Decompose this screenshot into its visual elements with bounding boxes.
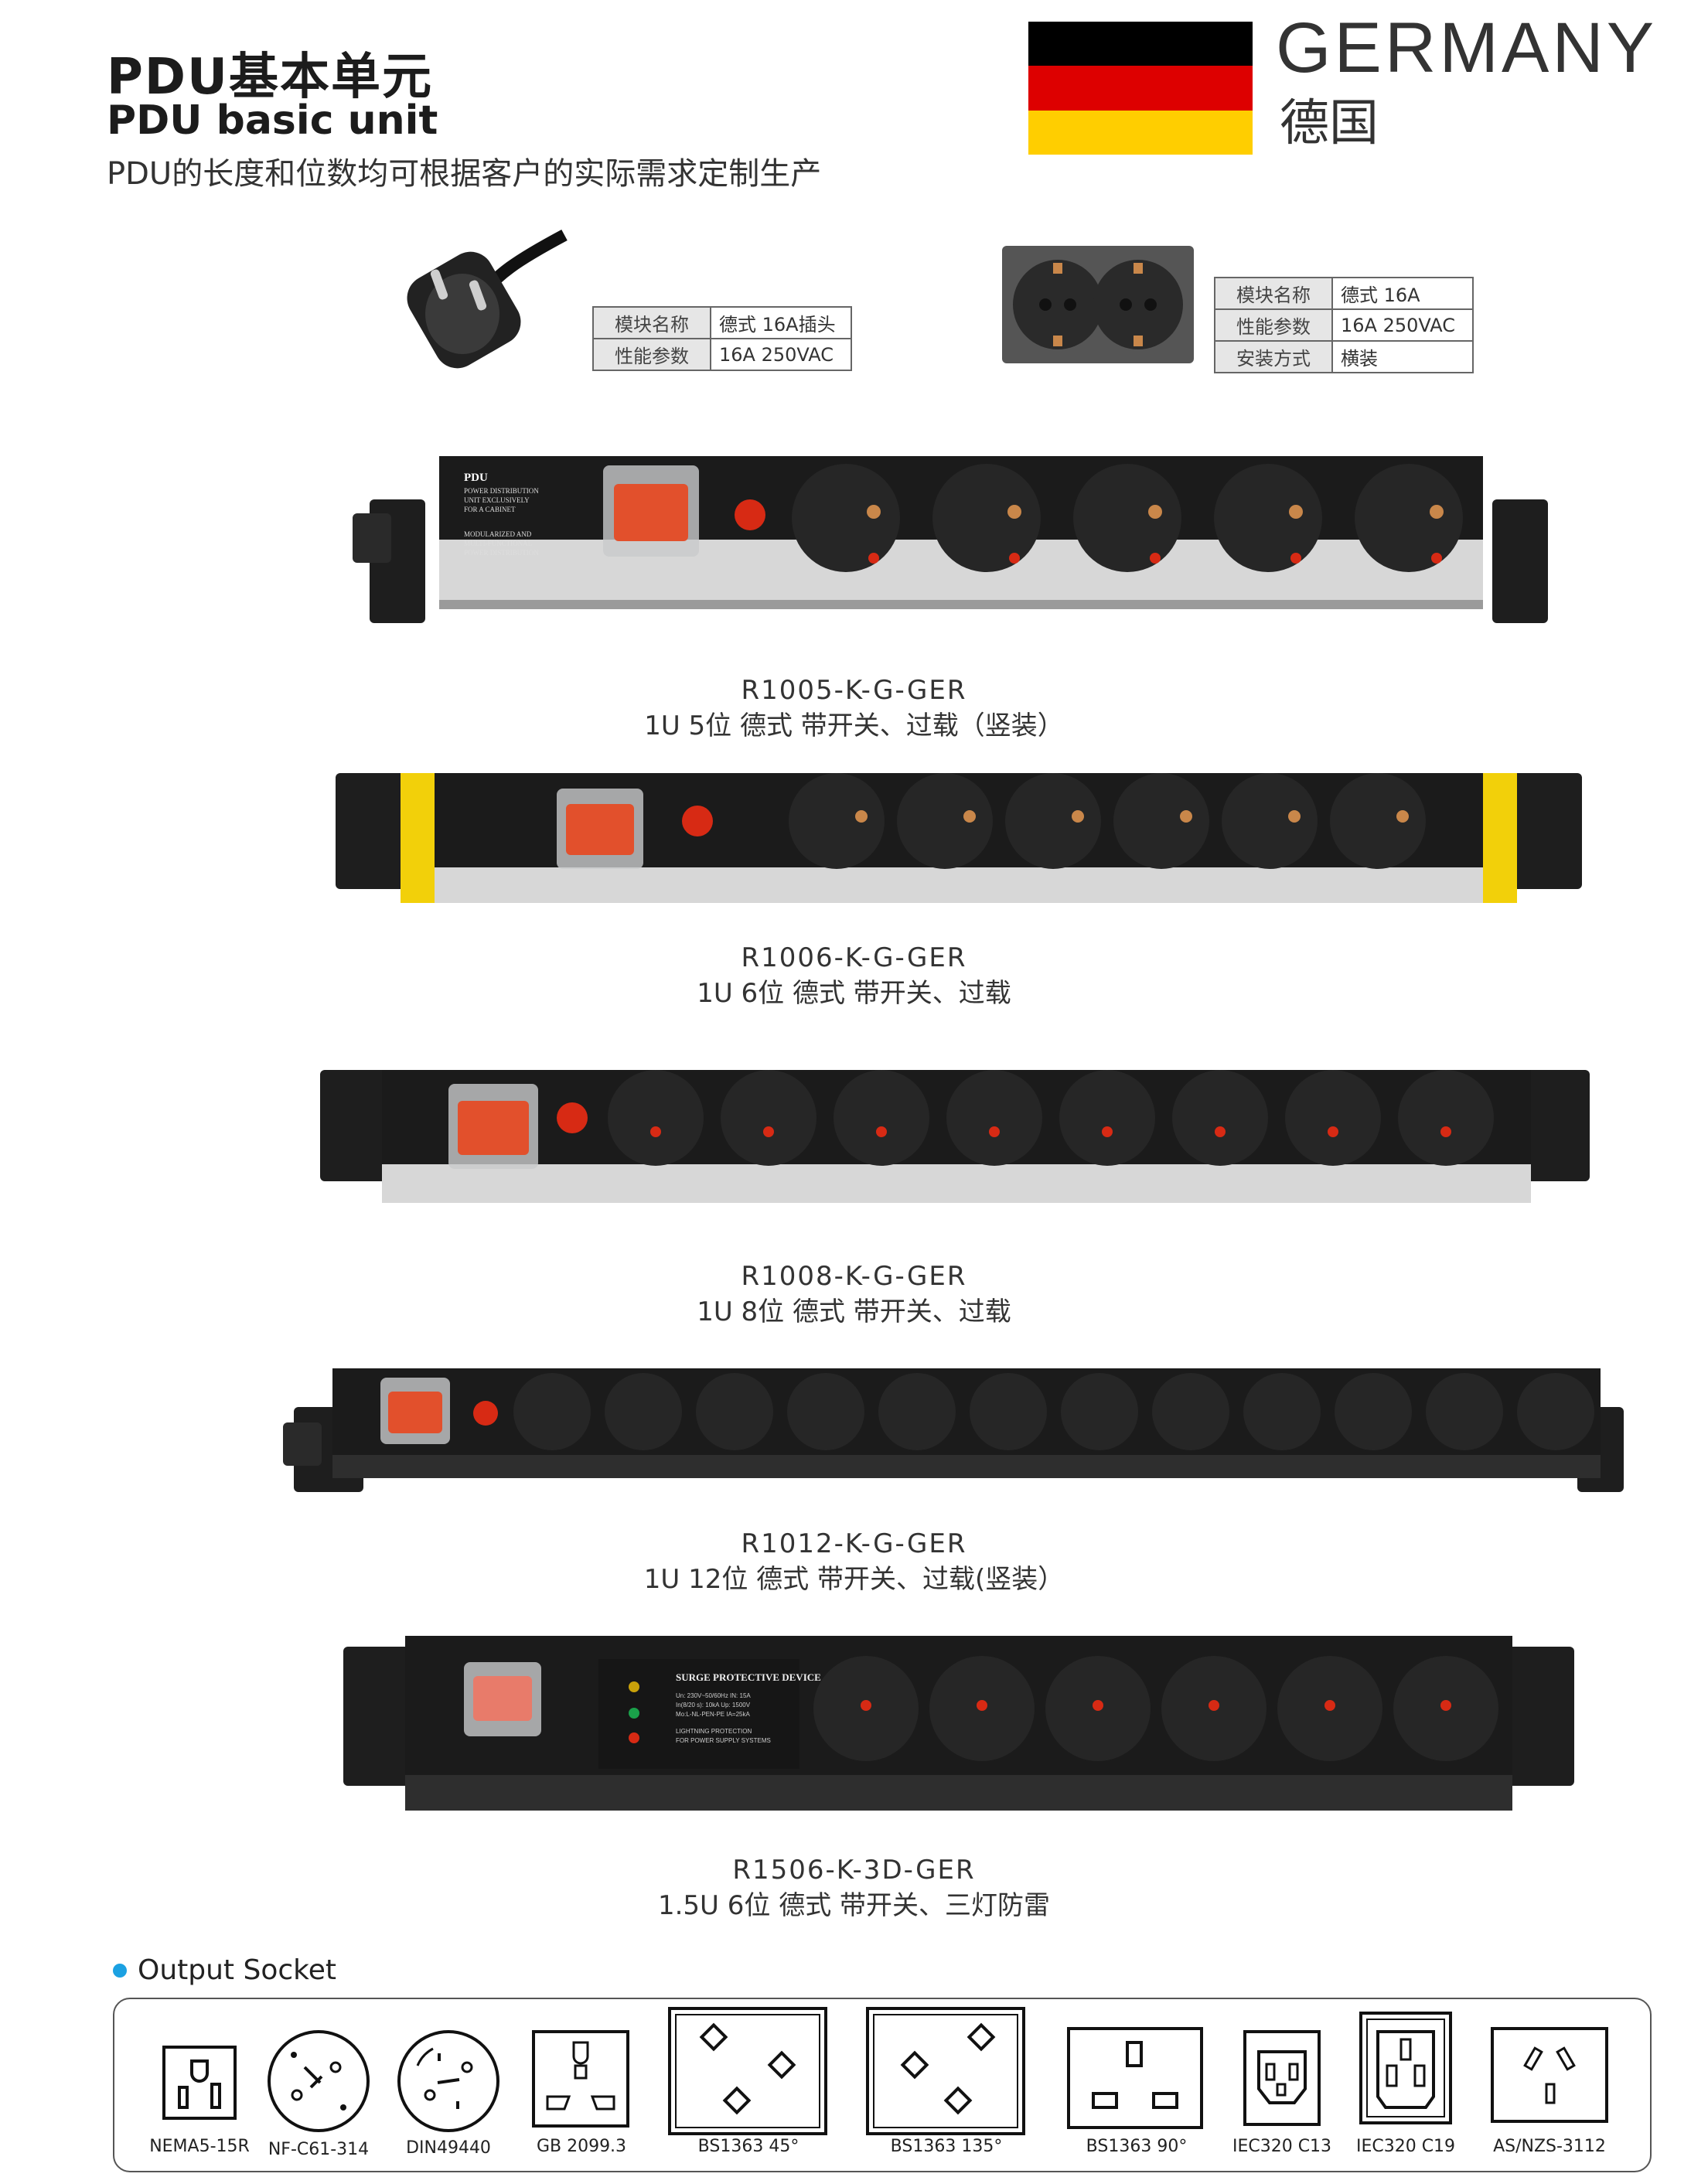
output-socket-heading: Output Socket (138, 1954, 336, 1986)
pdu-r1008-photo (320, 1070, 1590, 1203)
socket-name-asnzs: AS/NZS-3112 (1493, 2137, 1606, 2156)
socket-name-nema: NEMA5-15R (149, 2137, 250, 2156)
product-desc: 1U 5位 德式 带开关、过载（竖装） (644, 710, 1064, 741)
bs1363-90-icon (1067, 2027, 1203, 2129)
pdu-r1005-photo: PDU POWER DISTRIBUTION UNIT EXCLUSIVELY … (353, 456, 1548, 623)
product-caption-r1005: R1005-K-G-GER 1U 5位 德式 带开关、过载（竖装） (0, 673, 1708, 744)
surge-line: LIGHTNING PROTECTION (676, 1728, 752, 1735)
socket-name-gb: GB 2099.3 (536, 2137, 627, 2156)
german-flag (1028, 22, 1253, 155)
spec-value: 横装 (1331, 340, 1474, 373)
spec-key: 模块名称 (592, 306, 711, 339)
product-code: R1008-K-G-GER (741, 1261, 967, 1292)
socket-name-bs1363-135: BS1363 135° (890, 2137, 1003, 2156)
socket-name-c19: IEC320 C19 (1355, 2137, 1456, 2156)
panel-line: UNIT EXCLUSIVELY (464, 496, 530, 504)
outlet-group (513, 1373, 1594, 1450)
output-socket-panel (113, 1998, 1652, 2172)
spec-key: 安装方式 (1214, 340, 1333, 373)
pdu-r1506-photo: SURGE PROTECTIVE DEVICE Un: 230V~50/60Hz… (343, 1636, 1574, 1811)
surge-line: FOR POWER SUPPLY SYSTEMS (676, 1737, 771, 1744)
product-desc: 1U 8位 德式 带开关、过载 (697, 1296, 1011, 1327)
panel-line: POWER DISTRIBUTION (464, 549, 539, 557)
surge-line: Un: 230V~50/60Hz IN: 15A (676, 1692, 751, 1699)
product-code: R1006-K-G-GER (741, 942, 967, 973)
panel-line: FOR A CABINET (464, 506, 516, 513)
socket-name-din: DIN49440 (406, 2138, 491, 2158)
page-title-cn: PDU基本单元 (107, 49, 433, 106)
panel-pdu-label: PDU (464, 472, 488, 484)
socket-name-nf: NF-C61-314 (268, 2140, 370, 2159)
asnzs-socket-icon (1491, 2027, 1608, 2123)
bs1363-45-icon (668, 2007, 827, 2135)
product-code: R1506-K-3D-GER (732, 1855, 976, 1886)
spec-value: 16A 250VAC (710, 338, 852, 371)
page-subtitle: PDU的长度和位数均可根据客户的实际需求定制生产 (107, 156, 822, 192)
surge-line: In(8/20 s): 10kA Up: 1500V (676, 1702, 751, 1709)
nema-socket-icon (162, 2046, 237, 2120)
spec-value: 16A 250VAC (1331, 308, 1474, 342)
product-caption-r1012: R1012-K-G-GER 1U 12位 德式 带开关、过载(竖装） (0, 1526, 1708, 1597)
outlet-group (789, 773, 1426, 869)
spec-key: 性能参数 (1214, 308, 1333, 342)
product-caption-r1006: R1006-K-G-GER 1U 6位 德式 带开关、过载 (0, 940, 1708, 1011)
product-desc: 1U 12位 德式 带开关、过载(竖装） (643, 1564, 1065, 1595)
pdu-r1012-photo (283, 1368, 1624, 1492)
product-code: R1005-K-G-GER (741, 675, 967, 706)
gb-socket-icon (532, 2030, 629, 2128)
country-name-en: GERMANY (1276, 9, 1658, 87)
outlet-group (608, 1070, 1494, 1166)
product-caption-r1008: R1008-K-G-GER 1U 8位 德式 带开关、过载 (0, 1259, 1708, 1330)
iec-c13-icon (1243, 2030, 1321, 2126)
bs1363-135-icon (866, 2007, 1025, 2135)
product-desc: 1.5U 6位 德式 带开关、三灯防雷 (657, 1890, 1050, 1921)
spec-value: 德式 16A (1331, 277, 1474, 310)
page-title-en: PDU basic unit (107, 97, 438, 144)
panel-line: MULTI-FUNCTIONAL (464, 540, 532, 547)
socket-module-photo (1002, 246, 1194, 363)
iec-c19-icon (1359, 2012, 1452, 2124)
panel-line: MODULARIZED AND (464, 530, 532, 538)
surge-title: SURGE PROTECTIVE DEVICE (676, 1671, 821, 1683)
nf-socket-icon (268, 2030, 370, 2132)
country-name-cn: 德国 (1280, 95, 1379, 152)
product-code: R1012-K-G-GER (741, 1528, 967, 1559)
outlet-group (792, 464, 1463, 572)
outlet-group (813, 1656, 1498, 1761)
surge-line: Mo:L-NL-PEN-PE IA=25kA (676, 1711, 750, 1718)
spec-key: 模块名称 (1214, 277, 1333, 310)
spec-value: 德式 16A插头 (710, 306, 852, 339)
plug-photo (407, 229, 568, 369)
socket-name-c13: IEC320 C13 (1232, 2137, 1332, 2156)
spec-key: 性能参数 (592, 338, 711, 371)
panel-line: POWER DISTRIBUTION (464, 487, 539, 495)
din-socket-icon (397, 2030, 499, 2132)
product-caption-r1506: R1506-K-3D-GER 1.5U 6位 德式 带开关、三灯防雷 (0, 1852, 1708, 1923)
pdu-r1006-photo (336, 773, 1582, 903)
bullet-dot (113, 1964, 127, 1978)
socket-name-bs1363-45: BS1363 45° (697, 2137, 799, 2156)
socket-name-bs1363-90: BS1363 90° (1086, 2137, 1188, 2156)
product-desc: 1U 6位 德式 带开关、过载 (697, 978, 1011, 1009)
